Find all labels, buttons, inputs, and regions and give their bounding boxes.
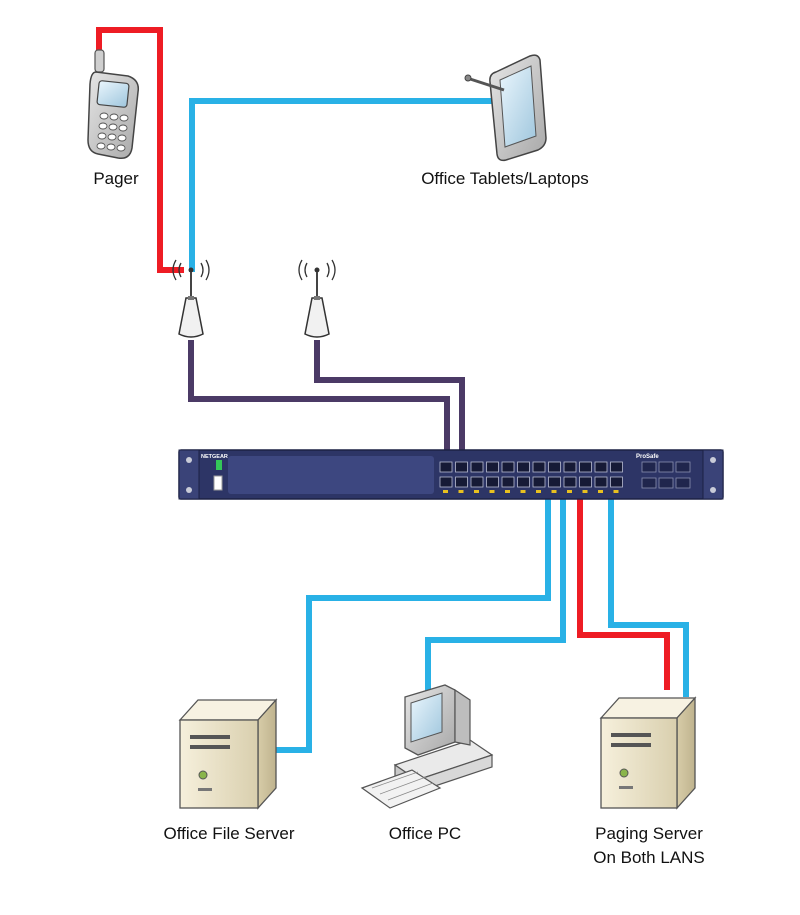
network-switch: NETGEAR ProSafe bbox=[178, 449, 724, 500]
switch-port bbox=[486, 476, 499, 488]
pager-icon bbox=[87, 49, 140, 160]
tablets-blue-link bbox=[189, 98, 498, 272]
port-led bbox=[505, 490, 510, 493]
switch-port bbox=[501, 461, 515, 473]
switch-port bbox=[563, 476, 577, 488]
switch-port bbox=[594, 476, 608, 488]
access-point-2-icon bbox=[298, 259, 336, 338]
switch-brand: NETGEAR bbox=[201, 454, 228, 460]
cables bbox=[96, 27, 689, 753]
port-led bbox=[474, 490, 479, 493]
paging-server-icon bbox=[599, 696, 697, 810]
tablet-icon bbox=[464, 54, 547, 162]
port-led bbox=[443, 490, 448, 493]
switch-port bbox=[548, 461, 561, 473]
port-led bbox=[489, 490, 495, 493]
paging-server-blue-link bbox=[608, 488, 689, 697]
office-pc-icon bbox=[360, 684, 494, 809]
switch-port bbox=[548, 476, 561, 488]
port-led bbox=[582, 490, 588, 493]
switch-product: ProSafe bbox=[636, 454, 659, 460]
switch-port bbox=[610, 461, 623, 473]
office-pc-link bbox=[425, 488, 566, 692]
switch-port bbox=[517, 461, 530, 473]
paging-server-label-line2: On Both LANS bbox=[593, 848, 705, 867]
switch-port bbox=[470, 461, 484, 473]
paging-server-label-line1: Paging Server bbox=[595, 824, 703, 843]
access-point-1-icon bbox=[172, 259, 210, 338]
switch-port bbox=[579, 461, 592, 473]
pager-label: Pager bbox=[93, 169, 139, 188]
file-server-label: Office File Server bbox=[163, 824, 295, 843]
port-led bbox=[520, 490, 526, 493]
switch-port bbox=[532, 476, 546, 488]
file-server-icon bbox=[178, 698, 278, 810]
switch-port bbox=[579, 476, 592, 488]
switch-ports bbox=[439, 461, 623, 493]
port-led bbox=[598, 490, 603, 493]
ap2-uplink bbox=[314, 340, 465, 466]
switch-port bbox=[486, 461, 499, 473]
pager-red-link bbox=[96, 27, 184, 273]
tablets-label: Office Tablets/Laptops bbox=[421, 169, 589, 188]
switch-port bbox=[501, 476, 515, 488]
switch-port bbox=[455, 461, 468, 473]
switch-port bbox=[594, 461, 608, 473]
switch-port bbox=[517, 476, 530, 488]
file-server-link bbox=[276, 488, 551, 753]
switch-port bbox=[563, 461, 577, 473]
switch-port bbox=[532, 461, 546, 473]
switch-port bbox=[455, 476, 468, 488]
ap1-uplink bbox=[188, 340, 450, 466]
switch-port bbox=[439, 476, 453, 488]
port-led bbox=[536, 490, 541, 493]
switch-port bbox=[610, 476, 623, 488]
port-led bbox=[613, 490, 619, 493]
paging-server-red-link bbox=[577, 488, 670, 690]
sfp-ports bbox=[641, 461, 691, 489]
port-led bbox=[567, 490, 572, 493]
switch-port bbox=[470, 476, 484, 488]
office-pc-label: Office PC bbox=[388, 824, 462, 843]
port-led bbox=[551, 490, 557, 493]
port-led bbox=[458, 490, 464, 493]
switch-port bbox=[439, 461, 453, 473]
